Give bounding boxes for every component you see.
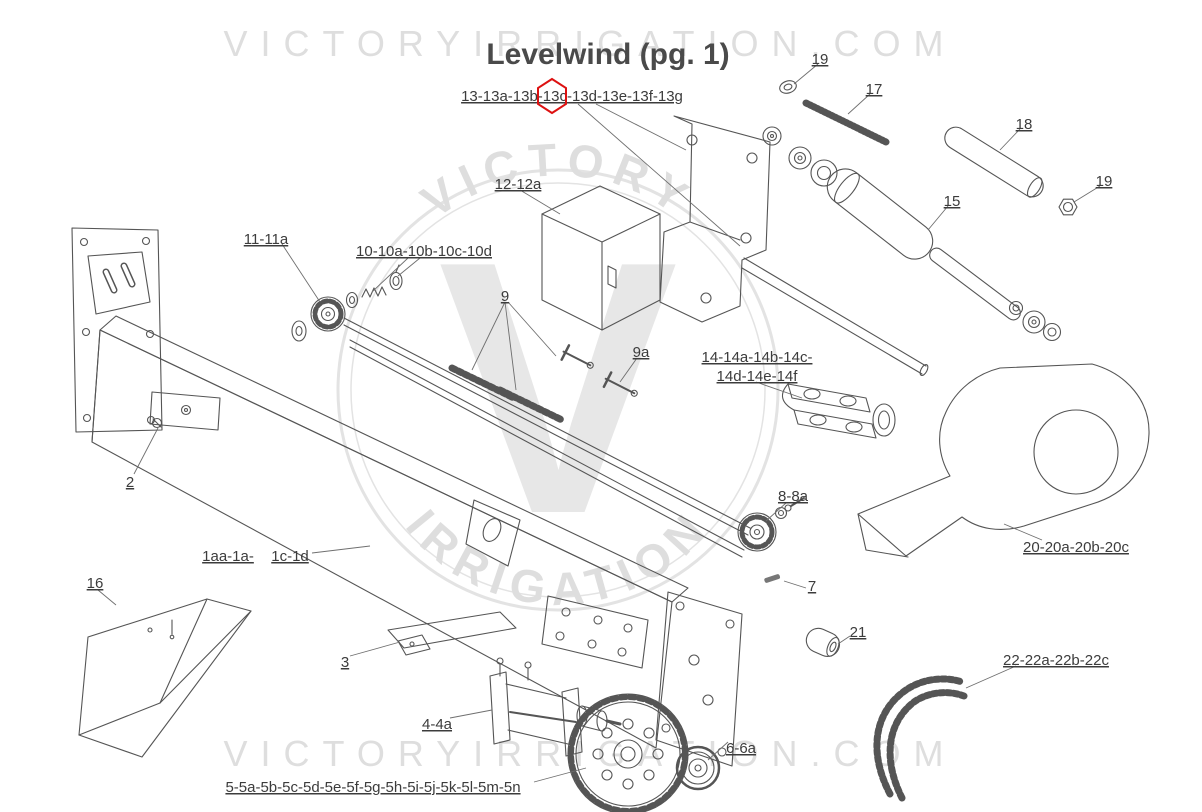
part-label-19-right[interactable]: 19	[1096, 173, 1113, 190]
watermark-layer: VICTORYIRRIGATION.COM VICTORYIRRIGATION.…	[223, 23, 956, 774]
part-21-roller-drawing	[805, 627, 841, 657]
part-label-9[interactable]: 9	[501, 288, 509, 305]
part-label-10[interactable]: 10-10a-10b-10c-10d	[356, 243, 492, 260]
part-label-6[interactable]: 6-6a	[726, 740, 757, 757]
part-label-8[interactable]: 8-8a	[778, 488, 809, 505]
part-label-13[interactable]: 13-13a-13b-13c-13d-13e-13f-13g	[461, 88, 683, 105]
part-label-5[interactable]: 5-5a-5b-5c-5d-5e-5f-5g-5h-5i-5j-5k-5l-5m…	[225, 779, 520, 796]
part-18-tube-drawing	[944, 126, 1044, 198]
part-bearings-left-drawing	[762, 126, 838, 187]
watermark-circle-inner	[350, 182, 766, 598]
part-label-1b[interactable]: 1c-1d	[271, 548, 309, 565]
part-label-12[interactable]: 12-12a	[495, 176, 542, 193]
part-gearbox-mount-plate-drawing	[541, 595, 649, 669]
part-levelwind-screw-drawing	[343, 317, 751, 558]
part-label-2[interactable]: 2	[126, 474, 134, 491]
part-label-7[interactable]: 7	[808, 578, 816, 595]
page-title: Levelwind (pg. 1)	[486, 38, 729, 71]
part-22-chain-drawing	[873, 675, 968, 802]
part-label-16[interactable]: 16	[87, 575, 104, 592]
part-label-1a[interactable]: 1aa-1a-	[202, 548, 254, 565]
part-label-14-line1[interactable]: 14-14a-14b-14c-	[702, 349, 813, 366]
watermark-bottom-text: VICTORYIRRIGATION.COM	[223, 733, 956, 774]
part-label-15[interactable]: 15	[944, 193, 961, 210]
part-label-4[interactable]: 4-4a	[422, 716, 453, 733]
part-19b-nut-drawing	[1058, 198, 1078, 216]
part-3-plate-drawing	[387, 611, 517, 656]
part-15-cylinder-drawing	[826, 168, 1021, 321]
part-label-22[interactable]: 22-22a-22b-22c	[1003, 652, 1109, 669]
watermark-top-text: VICTORYIRRIGATION.COM	[223, 23, 956, 64]
part-left-mount-plate-drawing	[71, 227, 163, 433]
part-6-idler-wheel-drawing	[675, 739, 721, 791]
part-19-washer-drawing	[779, 80, 797, 94]
part-17-threaded-rod-drawing	[802, 99, 890, 146]
part-label-17[interactable]: 17	[866, 81, 883, 98]
part-label-18[interactable]: 18	[1016, 116, 1033, 133]
part-2-bolt-drawing	[149, 391, 221, 431]
part-9a-pin-drawing	[602, 371, 638, 397]
part-14-clevis-drawing	[781, 383, 896, 439]
part-bearings-right-drawing	[1008, 300, 1062, 342]
part-8-sprocket-drawing	[737, 497, 805, 552]
part-label-3[interactable]: 3	[341, 654, 349, 671]
part-label-11[interactable]: 11-11a	[244, 231, 289, 248]
part-label-20[interactable]: 20-20a-20b-20c	[1023, 539, 1129, 556]
part-20-cover-drawing	[857, 363, 1150, 558]
part-label-21[interactable]: 21	[850, 624, 867, 641]
part-labels: 13-13a-13b-13c-13d-13e-13f-13g 19 17 18 …	[87, 51, 1130, 796]
part-5-large-sprocket-drawing	[567, 693, 689, 812]
part-label-19-top[interactable]: 19	[812, 51, 829, 68]
leader-lines	[97, 63, 1101, 783]
part-9-chain-links-drawing	[448, 344, 594, 424]
part-16-deflector-drawing	[78, 598, 252, 758]
part-10-collars-spring-drawing	[345, 264, 403, 309]
part-label-9a[interactable]: 9a	[633, 344, 650, 361]
part-11-sprocket-drawing	[291, 296, 346, 342]
part-13-bracket-plate-drawing	[659, 115, 929, 377]
part-label-14-line2[interactable]: 14d-14e-14f	[717, 368, 799, 385]
highlight-hexagon-13c	[537, 77, 567, 115]
part-7-key-drawing	[764, 574, 781, 583]
part-1-main-beam-drawing	[91, 315, 743, 767]
